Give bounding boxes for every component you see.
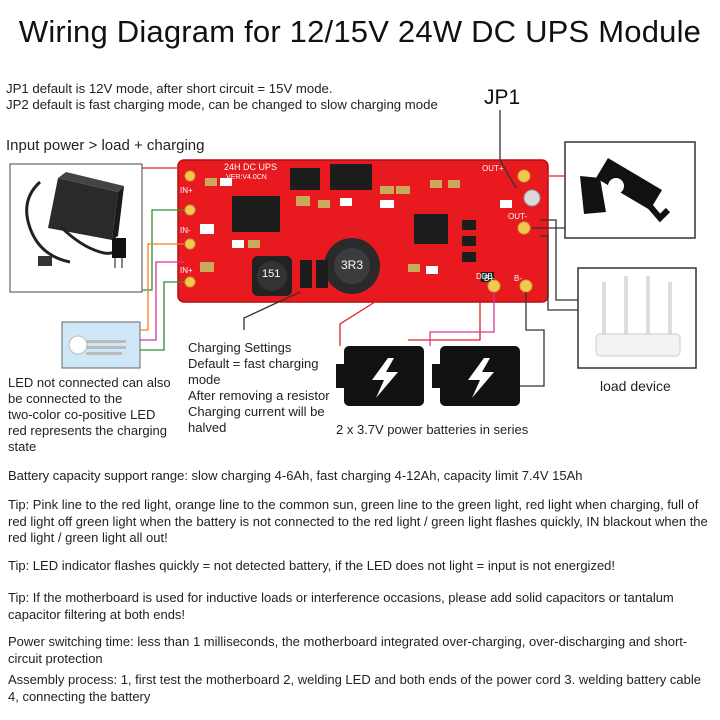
power-adapter-icon: [9, 163, 143, 293]
charging-settings-line: mode: [188, 372, 221, 387]
battery-label: 2 x 3.7V power batteries in series: [336, 422, 529, 437]
jp2-note: JP2 default is fast charging mode, can b…: [6, 97, 438, 112]
router-icon: [577, 267, 697, 369]
led-note: LED not connected can also be connected …: [8, 375, 180, 455]
pad-in-minus: IN-: [180, 226, 191, 235]
pcb-name: 24H DC UPS: [224, 162, 278, 172]
pad-in-plus-top: IN+: [180, 186, 193, 195]
led-note-line: red represents the charging: [8, 423, 167, 438]
pad-out-minus: OUT-: [508, 212, 528, 221]
battery-icon: [336, 346, 424, 406]
capacity-paragraph: Battery capacity support range: slow cha…: [8, 468, 583, 483]
led-note-line: LED not connected can also: [8, 375, 171, 390]
charging-settings-line: After removing a resistor: [188, 388, 330, 403]
charging-settings-line: halved: [188, 420, 227, 435]
charging-settings-line: Charging Settings: [188, 340, 292, 355]
pad-b-plus: B+: [484, 274, 495, 283]
ups-module-pcb: [177, 159, 549, 303]
tip-led-flash-paragraph: Tip: LED indicator flashes quickly = not…: [8, 558, 616, 573]
assembly-process-paragraph: Assembly process: 1, first test the moth…: [8, 672, 701, 704]
pad-b-minus: B-: [514, 274, 522, 283]
page-title: Wiring Diagram for 12/15V 24W DC UPS Mod…: [18, 14, 702, 49]
pcb-version: VER:V4.0CN: [226, 174, 267, 181]
jp1-label: JP1: [484, 86, 521, 109]
inductor-left-label: 151: [262, 268, 281, 280]
security-camera-icon: [564, 141, 696, 239]
led-note-line: state: [8, 439, 37, 454]
tip-led-wiring-paragraph: Tip: Pink line to the red light, orange …: [8, 497, 708, 545]
charging-settings-line: Charging current will be: [188, 404, 325, 419]
input-label: Input power > load + charging: [6, 137, 205, 154]
switching-time-paragraph: Power switching time: less than 1 millis…: [8, 634, 688, 666]
tip-inductive-load-paragraph: Tip: If the motherboard is used for indu…: [8, 590, 674, 622]
pad-out-plus: OUT+: [482, 164, 504, 173]
led-note-line: be connected to the: [8, 391, 123, 406]
chip-label: DDB: [476, 272, 493, 281]
battery-icon: [432, 346, 520, 406]
led-note-line: two-color co-positive LED: [8, 407, 156, 422]
load-label: load device: [600, 378, 671, 394]
charging-settings-note: Charging Settings Default = fast chargin…: [188, 340, 338, 436]
charging-settings-line: Default = fast charging: [188, 356, 319, 371]
pad-in-plus-bottom: IN+: [180, 266, 193, 275]
jp1-note: JP1 default is 12V mode, after short cir…: [6, 81, 333, 96]
led-icon: [61, 321, 141, 369]
wiring-diagram: [9, 110, 697, 406]
inductor-right-label: 3R3: [341, 258, 364, 272]
